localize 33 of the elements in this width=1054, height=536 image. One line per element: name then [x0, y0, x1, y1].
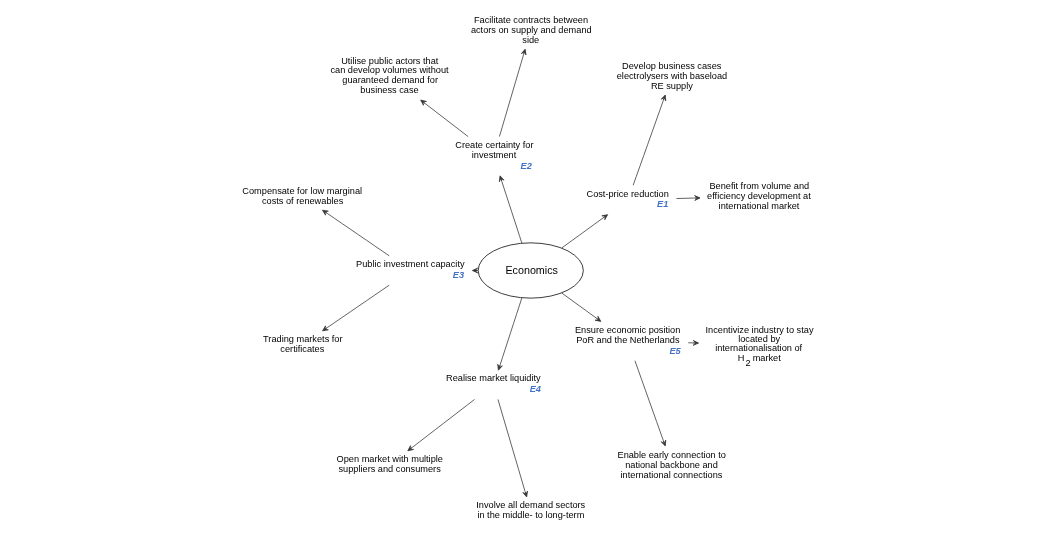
arrow	[634, 360, 666, 447]
node-label: E3	[452, 269, 464, 280]
arrow	[419, 99, 469, 137]
node-text: Facilitate contracts between actors on supply and demand side	[470, 14, 592, 45]
node-text: Open market with multiple suppliers and consumers	[336, 454, 443, 475]
node-text: Enable early connection to national backbone and international connections	[617, 449, 726, 480]
node-text: Develop business cases electrolysers with baseload RE supply	[616, 60, 727, 91]
arrow	[321, 284, 390, 332]
node-text: Utilise public actors that can develop volumes without guaranteed demand for business case	[329, 55, 449, 96]
arrow	[560, 292, 601, 322]
node-text: Realise market liquidity	[445, 373, 541, 384]
arrow	[560, 214, 608, 249]
arrow	[497, 399, 528, 498]
node-text: Ensure economic position PoR and the Netherlands	[574, 325, 680, 346]
node-label: E4	[529, 384, 541, 395]
arrow	[687, 340, 699, 346]
node-text: Cost-price reduction	[586, 188, 669, 199]
node-label: E1	[656, 199, 668, 210]
arrow	[498, 48, 526, 137]
node-text: Involve all demand sectors in the middle- to long-term	[475, 500, 585, 521]
node-text: Compensate for low marginal costs of renewables	[241, 185, 362, 206]
node-label: E5	[668, 345, 681, 356]
arrow	[321, 209, 390, 257]
arrow	[632, 94, 666, 186]
arrow	[675, 195, 700, 201]
node-text: Trading markets for certificates	[262, 334, 343, 355]
arrow	[406, 399, 475, 452]
node-label: E2	[520, 160, 532, 171]
node-text: Public investment capacity	[355, 259, 465, 270]
node-text: Benefit from volume and efficiency development at international market	[706, 181, 811, 211]
arrow	[498, 175, 522, 244]
arrow	[496, 297, 522, 371]
node-text: Create certainty for investment	[454, 140, 534, 161]
